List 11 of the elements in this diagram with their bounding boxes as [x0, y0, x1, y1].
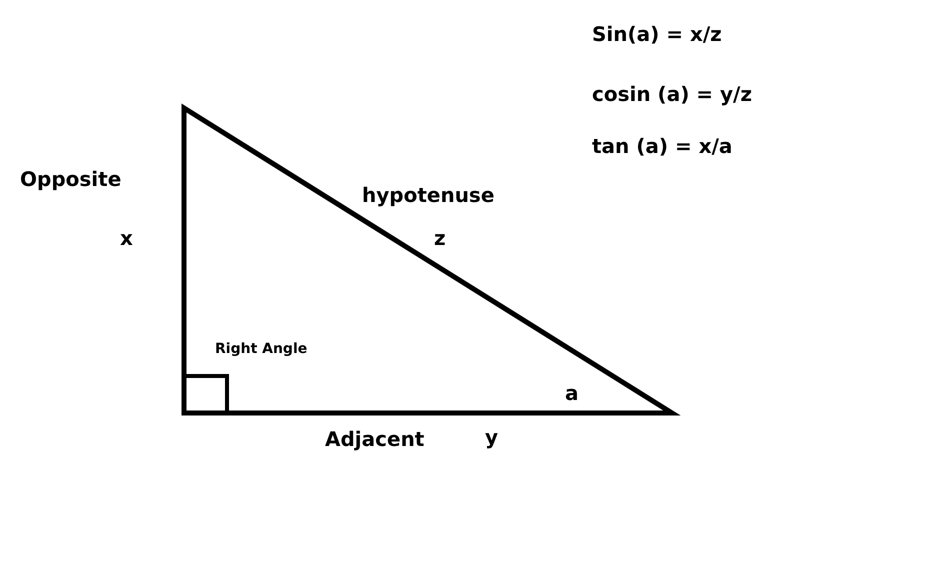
variable-label: x	[120, 228, 133, 248]
side-label: Opposite	[20, 169, 122, 189]
formula-text: tan (a) = x/a	[592, 136, 732, 156]
formula-text: Sin(a) = x/z	[592, 24, 722, 44]
variable-label: z	[434, 228, 446, 248]
side-label: Adjacent	[325, 429, 424, 449]
formula-text: cosin (a) = y/z	[592, 84, 752, 104]
variable-label: a	[565, 383, 578, 403]
side-label: hypotenuse	[362, 185, 494, 205]
variable-label: y	[485, 427, 498, 447]
angle-label: Right Angle	[215, 342, 308, 356]
